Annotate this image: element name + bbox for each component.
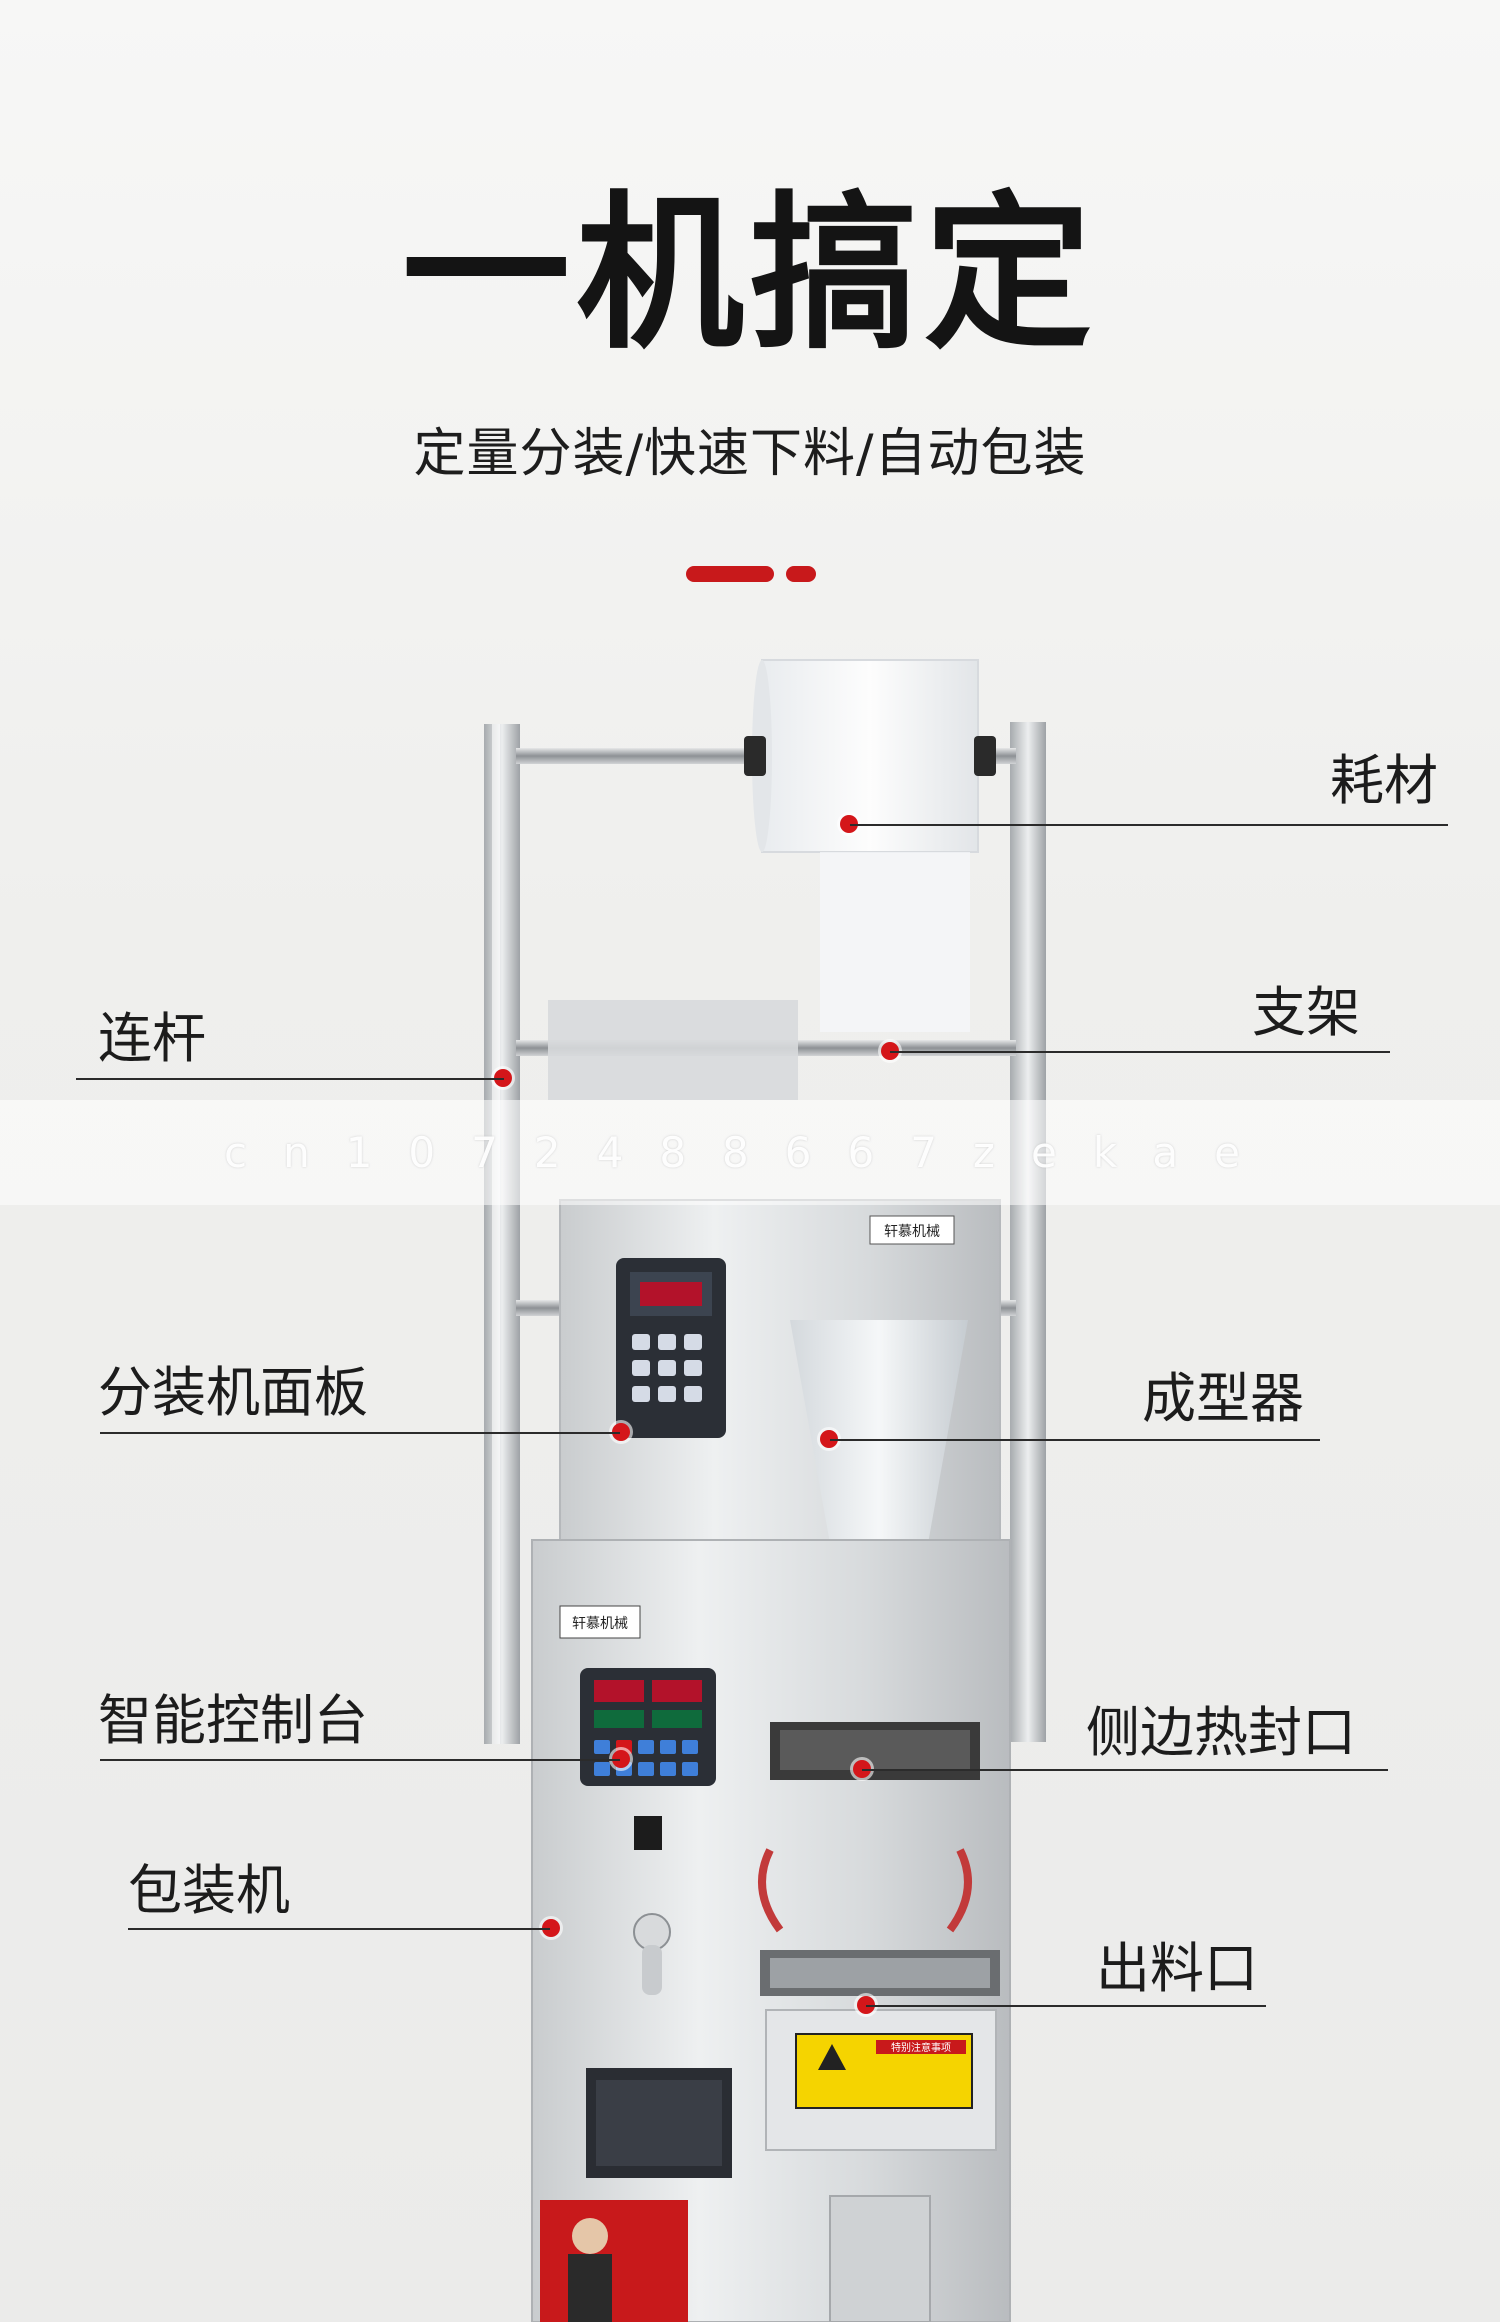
leader-smart-console — [100, 1759, 620, 1761]
callout-side-heat-seal: 侧边热封口 — [1086, 1701, 1356, 1764]
frame-posts — [484, 722, 1046, 1744]
callout-dot-dispenser-panel — [612, 1423, 630, 1441]
page-subtitle: 定量分装/快速下料/自动包装 — [413, 424, 1087, 484]
leader-outlet — [866, 2005, 1266, 2007]
accent-bar-long — [686, 566, 774, 582]
callout-consumables: 耗材 — [1330, 749, 1438, 812]
callout-outlet: 出料口 — [1096, 1937, 1258, 2000]
callout-former: 成型器 — [1142, 1367, 1304, 1430]
leader-connecting-rod — [76, 1078, 504, 1080]
callout-dot-consumables — [840, 815, 858, 833]
callout-dispenser-panel: 分装机面板 — [98, 1361, 368, 1424]
film-roll — [744, 659, 996, 1032]
watermark-band — [0, 1100, 1500, 1205]
brand-plate-mid-text: 轩慕机械 — [572, 1616, 628, 1632]
leader-side-heat-seal — [862, 1769, 1388, 1771]
accent-bar-short — [786, 566, 816, 582]
callout-dot-packaging-machine — [542, 1919, 560, 1937]
callout-dot-former — [820, 1430, 838, 1448]
leader-consumables — [850, 824, 1448, 826]
leader-dispenser-panel — [100, 1432, 620, 1434]
leader-former — [830, 1439, 1320, 1441]
main-cabinet: 轩慕机械 — [531, 1539, 1011, 2322]
page-title: 一机搞定 — [402, 176, 1098, 372]
watermark-text: cn1072488667zekae — [224, 1128, 1276, 1177]
leader-bracket — [890, 1051, 1390, 1053]
callout-bracket: 支架 — [1252, 981, 1360, 1044]
callout-packaging-machine: 包装机 — [128, 1859, 290, 1922]
callout-dot-smart-console — [612, 1750, 630, 1768]
leader-packaging-machine — [128, 1928, 550, 1930]
callout-smart-console: 智能控制台 — [98, 1689, 368, 1752]
callout-connecting-rod: 连杆 — [98, 1007, 206, 1070]
brand-plate-top-text: 轩慕机械 — [884, 1224, 940, 1240]
warning-label-text: 特别注意事项 — [891, 2041, 951, 2054]
